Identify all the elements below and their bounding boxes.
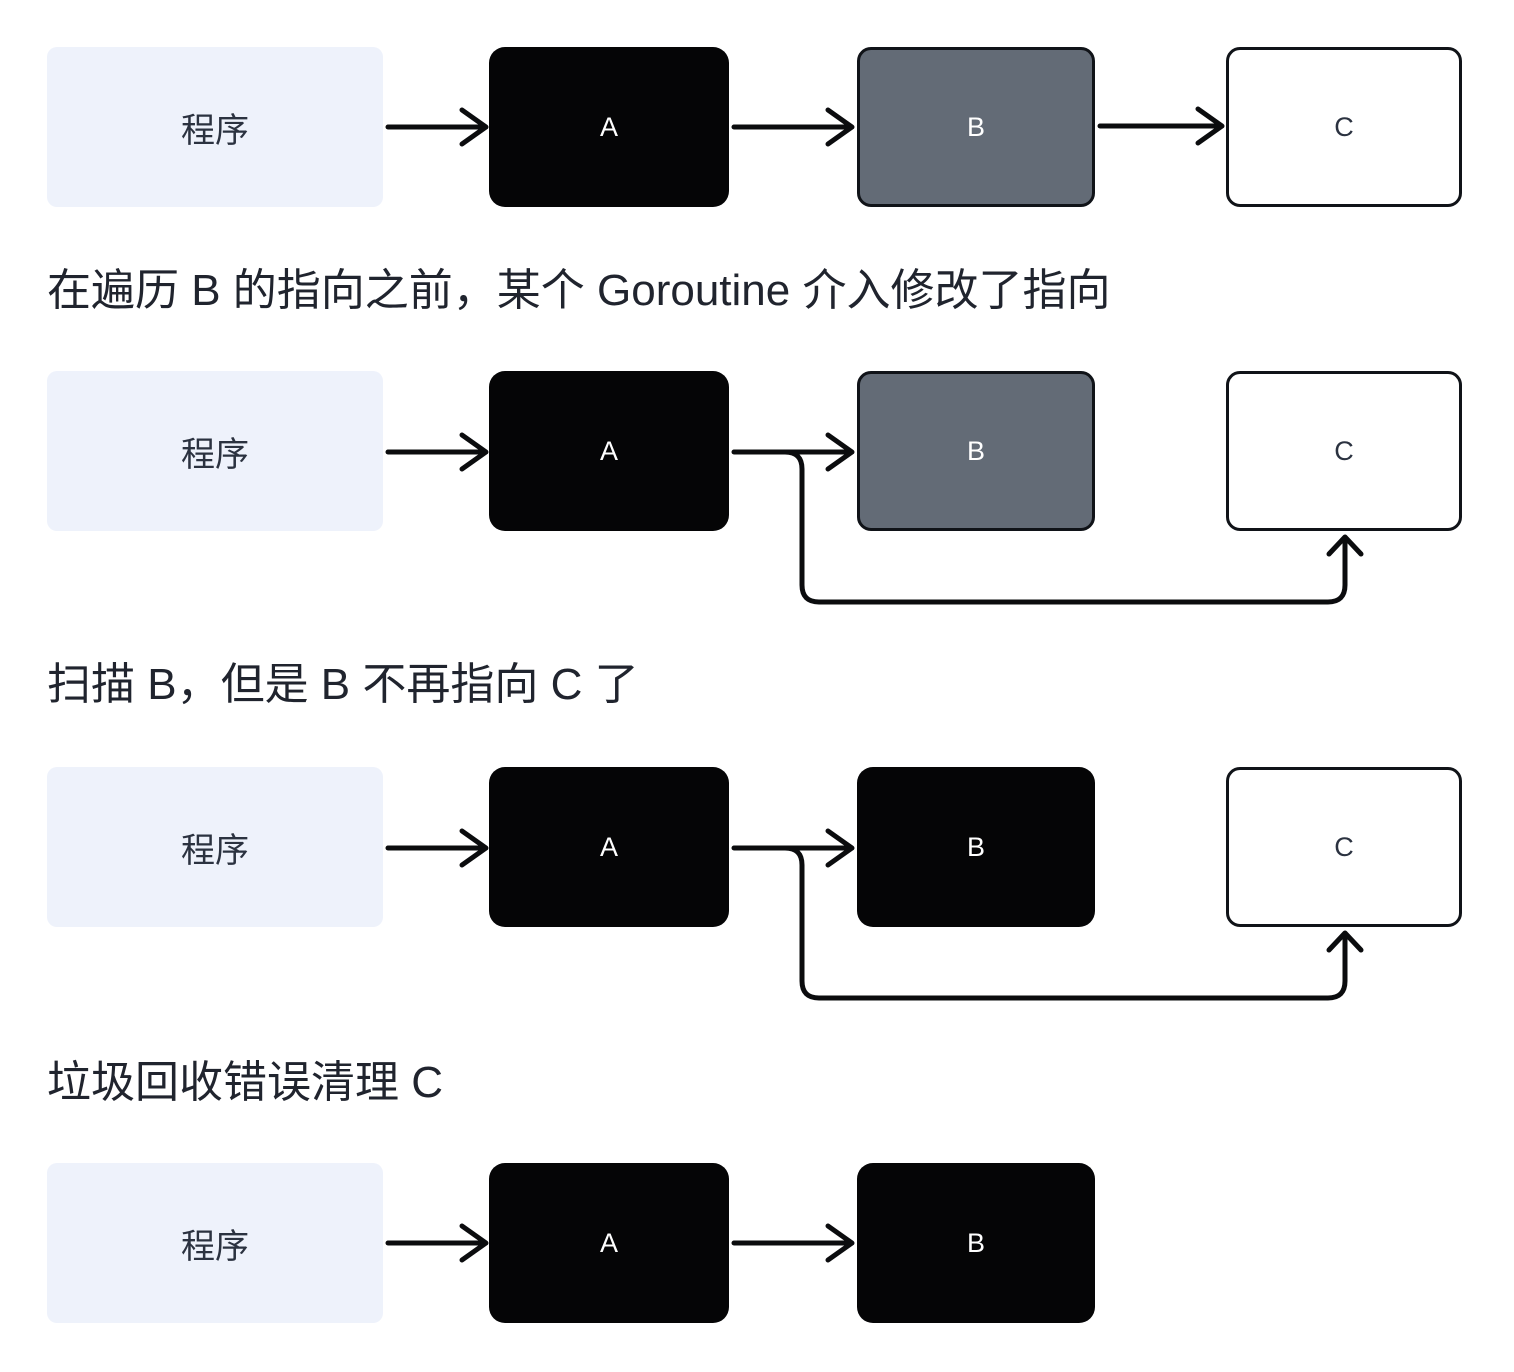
node-label: A xyxy=(599,111,618,142)
node-program-3: 程序 xyxy=(47,767,383,927)
node-label: B xyxy=(966,1227,985,1258)
node-c-3: C xyxy=(1226,767,1462,927)
arrowhead-icon xyxy=(1326,534,1364,557)
node-c-2: C xyxy=(1226,371,1462,531)
node-label: B xyxy=(966,111,985,142)
arrow-a-to-b-4 xyxy=(731,1223,855,1263)
arrowhead-icon xyxy=(459,1223,489,1263)
node-c-1: C xyxy=(1226,47,1462,207)
node-label: 程序 xyxy=(181,831,249,870)
node-b-4: B xyxy=(857,1163,1095,1323)
node-label: B xyxy=(966,435,985,466)
arrow-b-to-c-1 xyxy=(1097,106,1225,146)
node-label: C xyxy=(1334,111,1354,142)
node-label: 程序 xyxy=(181,1227,249,1266)
node-a-4: A xyxy=(489,1163,729,1323)
arrow-program-to-a-3 xyxy=(385,828,489,868)
arrow-a-to-b-3 xyxy=(731,828,855,868)
node-b-2: B xyxy=(857,371,1095,531)
arrowhead-icon xyxy=(825,107,855,147)
arrowhead-icon xyxy=(459,432,489,472)
arrow-program-to-a-1 xyxy=(385,107,489,147)
node-program-4: 程序 xyxy=(47,1163,383,1323)
node-program-1: 程序 xyxy=(47,47,383,207)
arrowhead-icon xyxy=(1195,106,1225,146)
node-label: 程序 xyxy=(181,435,249,474)
node-program-2: 程序 xyxy=(47,371,383,531)
node-label: A xyxy=(599,435,618,466)
arrow-a-to-b-2 xyxy=(731,432,855,472)
arrowhead-icon xyxy=(825,1223,855,1263)
node-label: C xyxy=(1334,831,1354,862)
node-label: A xyxy=(599,831,618,862)
caption-gc-wrongly-collects-c: 垃圾回收错误清理 C xyxy=(47,1058,443,1107)
arrowhead-icon xyxy=(459,107,489,147)
caption-goroutine-modifies-pointer: 在遍历 B 的指向之前，某个 Goroutine 介入修改了指向 xyxy=(47,266,1111,315)
arrowhead-icon xyxy=(459,828,489,868)
arrowhead-icon xyxy=(825,828,855,868)
arrow-program-to-a-2 xyxy=(385,432,489,472)
node-label: A xyxy=(599,1227,618,1258)
node-label: C xyxy=(1334,435,1354,466)
arrow-a-to-b-1 xyxy=(731,107,855,147)
caption-scan-b-no-longer-points-c: 扫描 B，但是 B 不再指向 C 了 xyxy=(47,660,639,709)
arrow-program-to-a-4 xyxy=(385,1223,489,1263)
node-label: B xyxy=(966,831,985,862)
arrowhead-icon xyxy=(825,432,855,472)
node-b-1: B xyxy=(857,47,1095,207)
node-a-2: A xyxy=(489,371,729,531)
node-a-1: A xyxy=(489,47,729,207)
arrowhead-icon xyxy=(1326,930,1364,953)
node-label: 程序 xyxy=(181,111,249,150)
node-b-3: B xyxy=(857,767,1095,927)
node-a-3: A xyxy=(489,767,729,927)
